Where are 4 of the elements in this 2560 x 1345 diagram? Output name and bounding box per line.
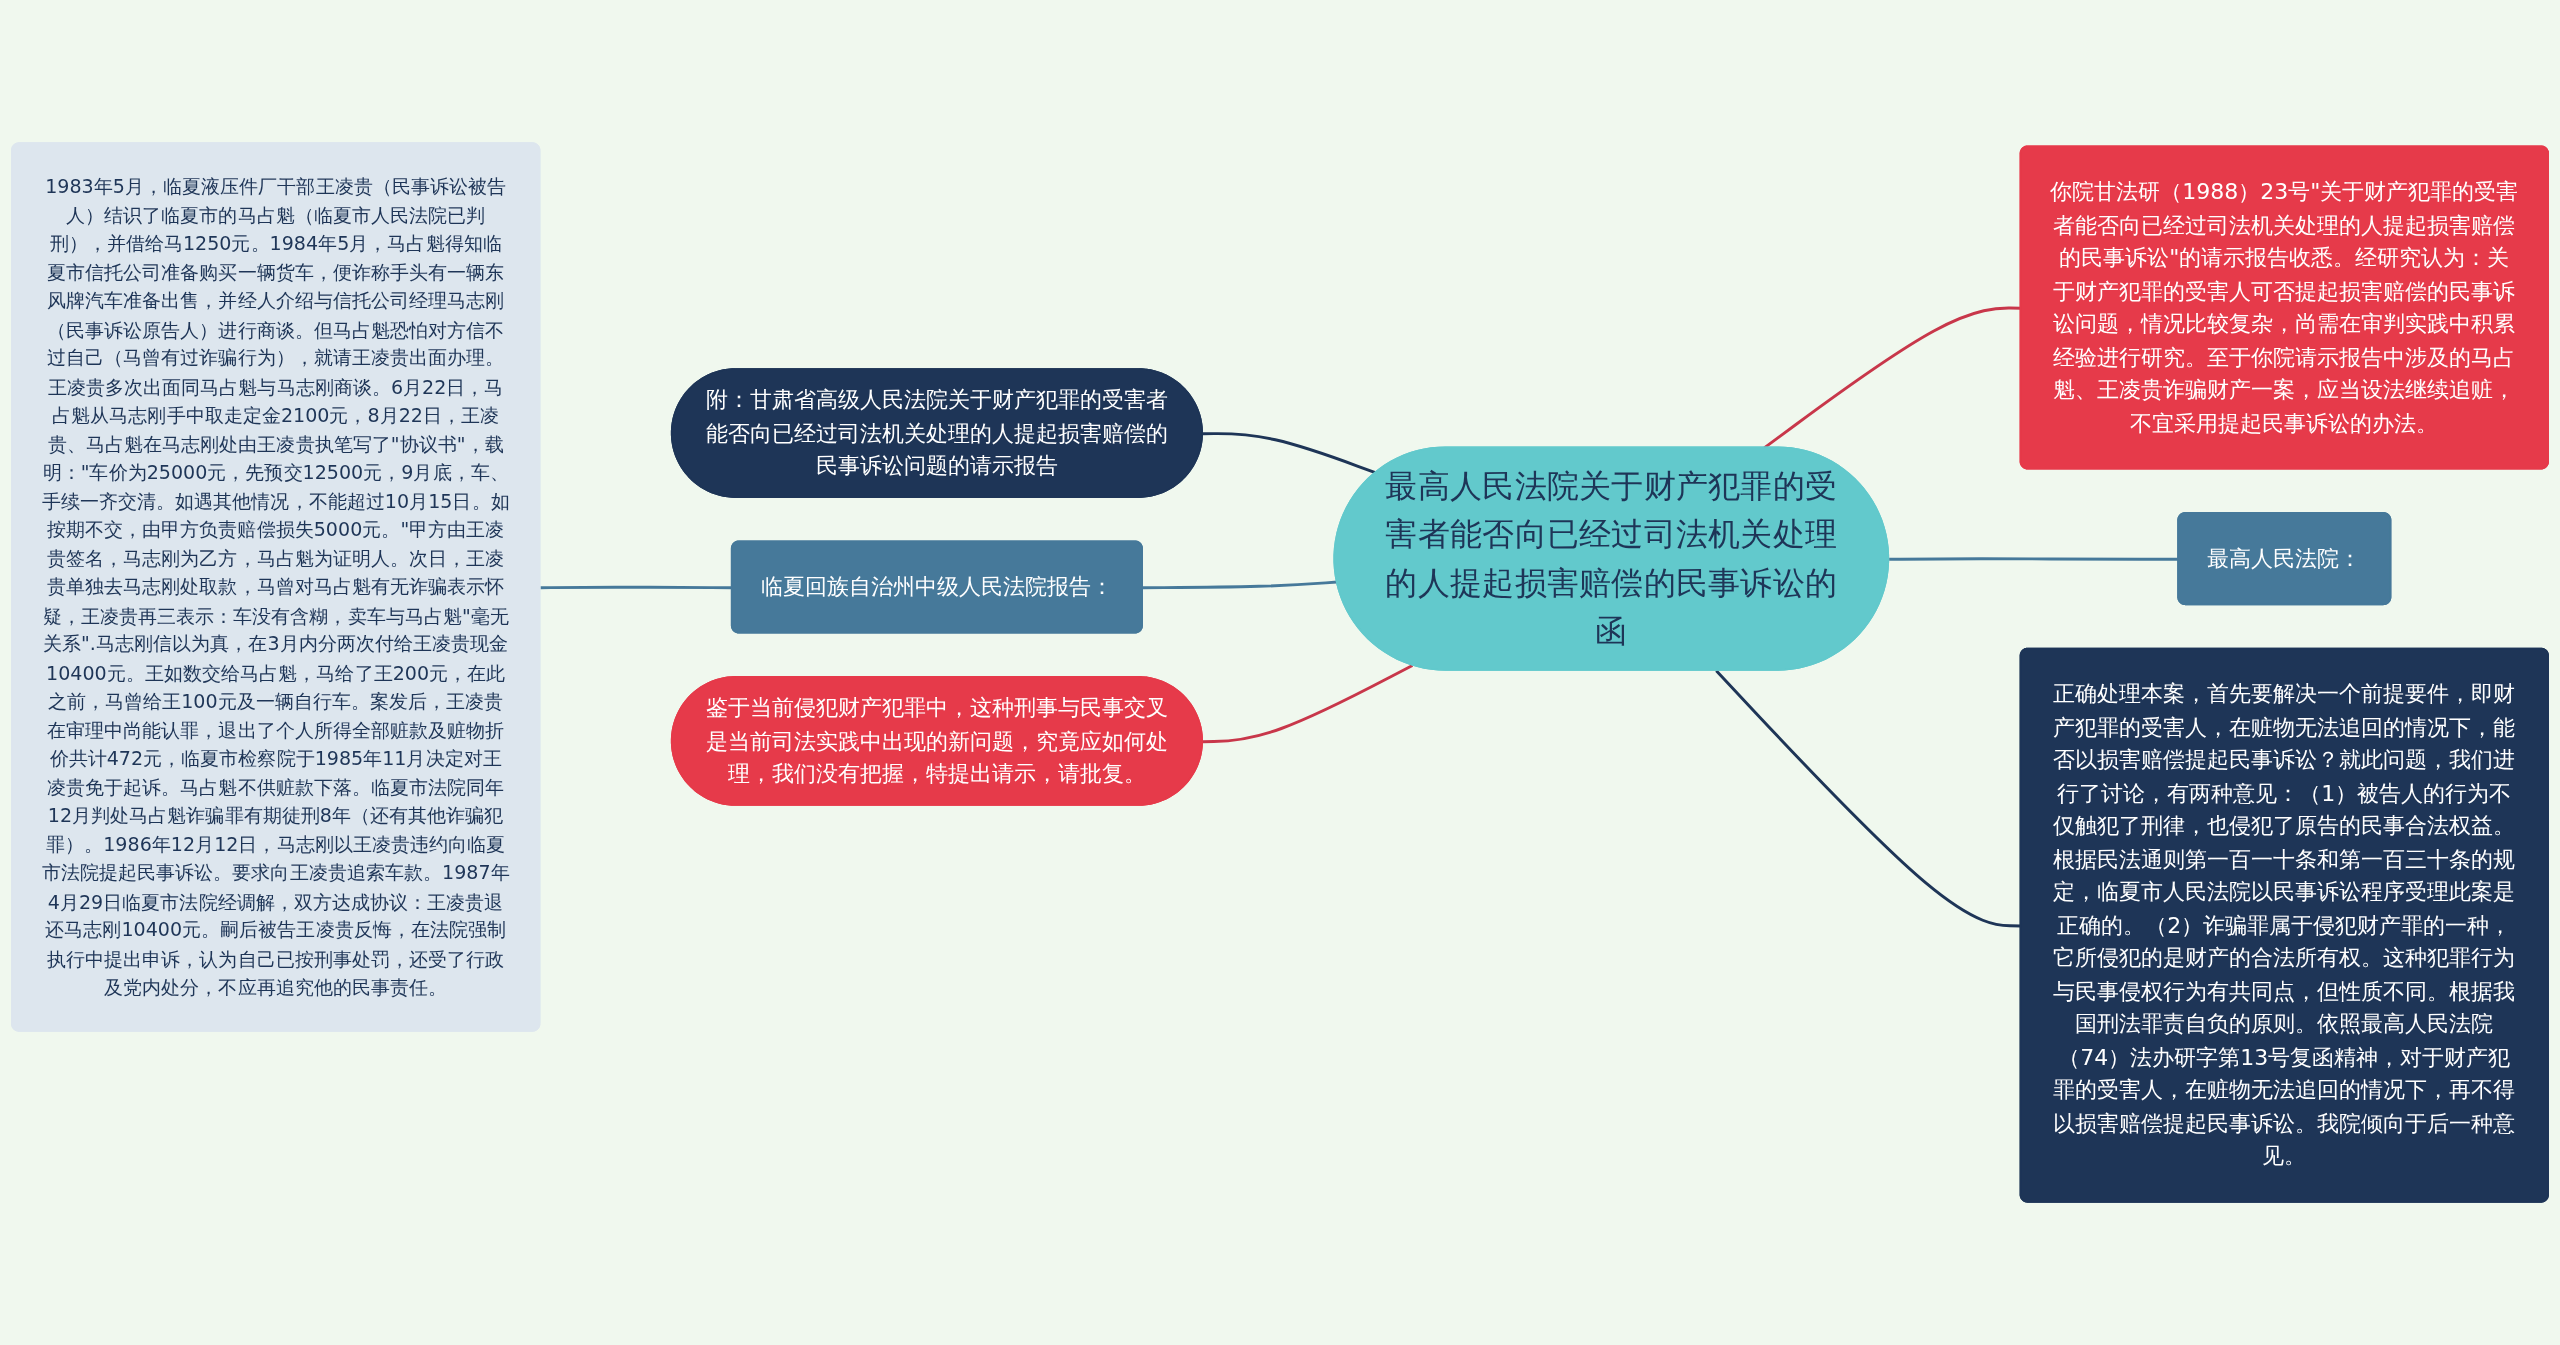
connector — [1202, 664, 1414, 744]
connector — [1889, 557, 2179, 561]
connector — [1202, 432, 1377, 475]
connector — [1142, 580, 1338, 590]
